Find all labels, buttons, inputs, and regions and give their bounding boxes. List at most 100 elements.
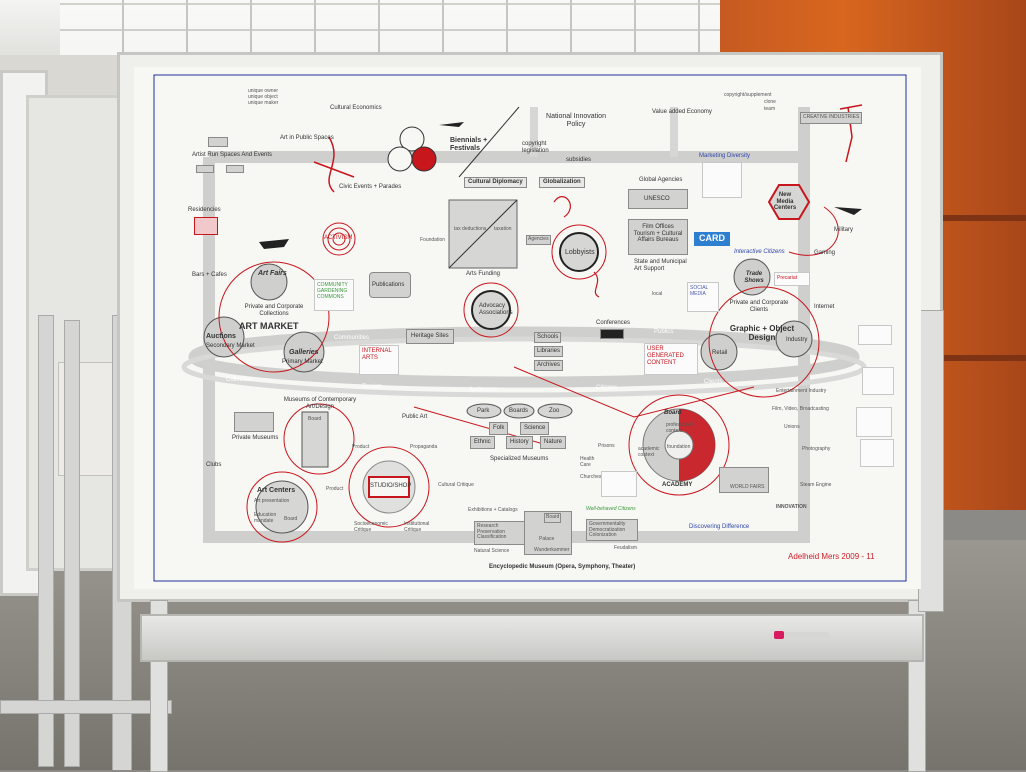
diagram-graphics — [153, 74, 907, 582]
park-oval — [466, 403, 502, 419]
sticky-green-note: COMMUNITY GARDENING COMMONS — [314, 279, 354, 311]
biennials-label: Biennials + Festivals — [450, 137, 488, 152]
small-box — [226, 165, 244, 173]
sticky-social-media: SOCIAL MEDIA — [687, 282, 719, 312]
art-fairs-label: Art Fairs — [258, 270, 287, 277]
primary-market-label: Primary Market — [282, 359, 323, 365]
ring-audiences-label: Audiences — [469, 387, 498, 393]
plane-shape — [439, 122, 464, 127]
new-media-hexagon — [767, 184, 811, 220]
professional-context-label: professional context — [666, 422, 693, 434]
advocacy-circle — [471, 290, 511, 330]
specialized-museums-label: Specialized Museums — [490, 456, 549, 462]
encyclopedic-label: Encyclopedic Museum (Opera, Symphony, Th… — [489, 564, 636, 570]
value-added-label: Value added Economy — [652, 109, 712, 115]
ring-tourists-label: Tourists — [362, 384, 383, 390]
note-unique-maker: unique maker — [248, 100, 279, 106]
retail-circle — [700, 333, 738, 371]
public-art-label: Public Art — [402, 414, 428, 420]
academic-context-label: academic context — [638, 446, 660, 458]
ring-publics-label: Publics — [654, 329, 674, 335]
sticky-precariat: Precariat — [774, 272, 810, 286]
cultural-economics-label: Cultural Economics — [330, 105, 382, 111]
marker-tray — [140, 614, 924, 662]
ring-communities-label: Communities — [334, 335, 370, 341]
ring-clients-label: Clients — [704, 379, 723, 385]
museum-board-label: Board — [308, 416, 322, 422]
ceiling-grid — [60, 0, 720, 55]
internet-label: Internet — [814, 304, 835, 310]
feudalism-label: Feudalism — [614, 545, 638, 551]
park-label: Park — [477, 408, 490, 414]
civic-events-label: Civic Events + Parades — [339, 184, 402, 190]
boards-oval — [503, 403, 535, 419]
zoo-label: Zoo — [549, 408, 560, 414]
local-label: local — [652, 291, 663, 297]
conferences-box — [600, 329, 624, 339]
conferences-label: Conferences — [596, 320, 631, 326]
academy-label: ACADEMY — [662, 482, 693, 488]
governmentality-box: Governmentality Democratization Coloniza… — [586, 519, 638, 541]
archives-box: Archives — [534, 360, 564, 371]
stand-rail — [0, 700, 172, 714]
red-scribble — [313, 136, 355, 193]
biennial-circle — [387, 146, 413, 172]
military-label: Military — [834, 227, 853, 233]
foundation-context-label: foundation — [667, 444, 691, 450]
board-border — [153, 74, 907, 582]
taxation-label: taxation — [494, 226, 512, 232]
red-ring — [551, 224, 607, 280]
art-presentation-label: Art presentation — [254, 498, 290, 504]
world-fairs-label: WORLD FAIRS — [730, 484, 765, 490]
academy-center — [664, 430, 694, 460]
residencies-grid — [194, 217, 218, 235]
boards-label: Boards — [509, 408, 529, 414]
biennial-circle-red — [411, 146, 437, 172]
trade-shows-circle — [733, 258, 771, 296]
sticky-blank — [862, 367, 894, 395]
activism-target — [322, 222, 356, 256]
product-label-2: Product — [326, 486, 344, 492]
biennial-circle — [399, 126, 425, 152]
trade-shows-label: Trade Shows — [744, 271, 764, 284]
ring-communities — [188, 326, 860, 388]
product-label: Product — [352, 444, 370, 450]
red-curve — [788, 206, 839, 256]
history-box: History — [506, 436, 533, 449]
exhibitions-label: Exhibitions + Catalogs — [468, 507, 518, 513]
folk-box: Folk — [489, 422, 509, 435]
red-ring — [348, 446, 430, 528]
film-video-label: Film, Video, Broadcasting — [772, 406, 829, 412]
institutional-label: Institutional Critique — [404, 521, 430, 533]
marker-pen — [776, 632, 830, 638]
secondary-market-label: Secondary Market — [206, 343, 255, 349]
art-fairs-circle — [250, 263, 288, 301]
policy-diagonal — [458, 106, 520, 178]
ethnic-box: Ethnic — [470, 436, 495, 449]
lobbyists-circle — [559, 232, 599, 272]
red-ring — [283, 403, 355, 475]
copyright-label: copyright legislation — [522, 141, 549, 154]
residencies-label: Residencies — [188, 207, 221, 213]
unesco-box: UNESCO — [628, 189, 688, 209]
small-box — [208, 137, 228, 147]
red-ring — [463, 282, 519, 338]
red-ring — [628, 394, 730, 496]
subsidies-label: subsidies — [566, 157, 592, 163]
helicopter-shape — [259, 239, 289, 249]
creative-industries-label: CREATIVE INDUSTRIES — [800, 112, 863, 124]
marketing-label: Marketing Diversity — [699, 153, 751, 159]
national-policy-label: National Innovation Policy — [546, 113, 606, 128]
sticky-blank — [856, 407, 892, 437]
heritage-box: Heritage Sites — [406, 329, 454, 344]
agencies-box: Agencies — [526, 235, 551, 245]
note-clone: clone — [764, 99, 776, 105]
private-museums-label: Private Museums — [232, 435, 279, 441]
interactive-label: Interactive Citizens — [734, 249, 785, 255]
prisons-label: Prisons — [598, 443, 615, 449]
museums-contemporary-label: Museums of Contemporary Art/Design — [283, 397, 357, 410]
auctions-circle — [203, 316, 245, 358]
libraries-box: Libraries — [534, 346, 564, 357]
academy-board-label: Board — [664, 410, 682, 416]
ring-citizens-label: Citizens — [596, 385, 618, 391]
